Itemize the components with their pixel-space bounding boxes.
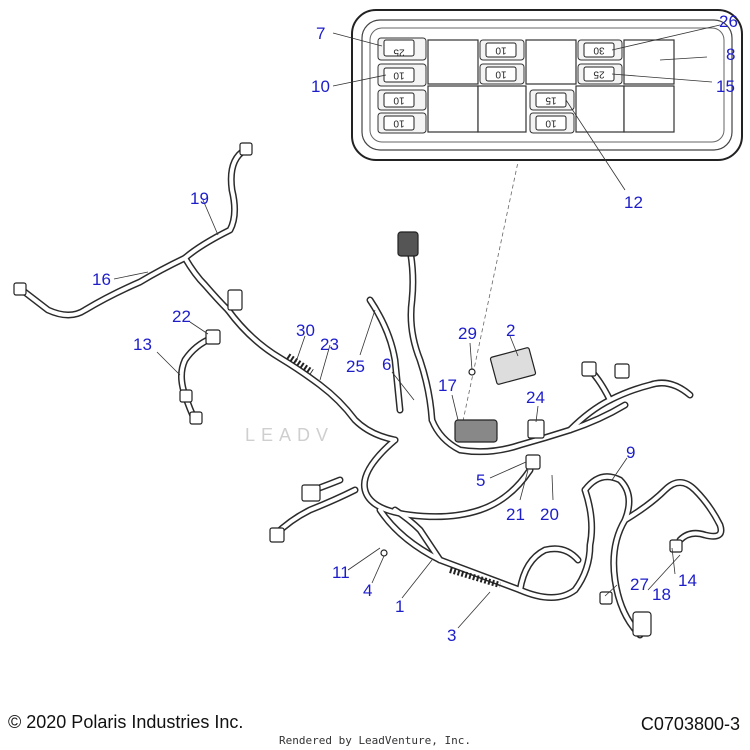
fuse-rating: 10 — [393, 117, 405, 128]
callout-22: 22 — [172, 307, 191, 326]
rendered-by-text: Rendered by LeadVenture, Inc. — [278, 734, 472, 747]
callout-12: 12 — [624, 193, 643, 212]
callout-leaders — [113, 199, 681, 629]
harness-wires — [18, 146, 725, 639]
figure-id: C0703800-3 — [640, 714, 740, 734]
callout-3: 3 — [447, 626, 456, 645]
fuse-rating: 10 — [393, 69, 405, 80]
callout-15: 15 — [716, 77, 735, 96]
callout-25: 25 — [346, 357, 365, 376]
braided-sleeves — [286, 353, 501, 588]
fuse-box-leader-dashed — [459, 161, 519, 436]
callout-21: 21 — [506, 505, 525, 524]
callout-4: 4 — [363, 581, 372, 600]
copyright-text: © 2020 Polaris Industries Inc. — [8, 712, 244, 732]
fuse-rating: 15 — [545, 94, 557, 105]
callout-13: 13 — [133, 335, 152, 354]
callout-6: 6 — [382, 355, 391, 374]
fuse-rating: 25 — [393, 46, 405, 57]
callout-23: 23 — [320, 335, 339, 354]
fuse-rating: 30 — [593, 44, 605, 55]
callout-11: 11 — [332, 563, 350, 582]
callout-19: 19 — [190, 189, 209, 208]
callout-18: 18 — [652, 585, 671, 604]
callout-9: 9 — [626, 443, 635, 462]
fuse-rating: 10 — [393, 94, 405, 105]
fuse-rating: 10 — [495, 68, 507, 79]
callout-labels: 7 10 26 8 15 12 19 16 22 13 30 23 25 6 2… — [92, 12, 738, 645]
callout-5: 5 — [476, 471, 485, 490]
watermark: LEADV — [245, 425, 335, 445]
callout-29: 29 — [458, 324, 477, 343]
fuse-rating: 25 — [593, 68, 605, 79]
callout-27: 27 — [630, 575, 649, 594]
callout-24: 24 — [526, 388, 545, 407]
fuse-rating: 10 — [495, 44, 507, 55]
callout-16: 16 — [92, 270, 111, 289]
callout-2: 2 — [506, 321, 515, 340]
fuse-rating: 10 — [545, 117, 557, 128]
callout-10: 10 — [311, 77, 330, 96]
fuse-box-inset: 25 10 10 10 10 10 30 25 15 10 — [332, 9, 743, 191]
callout-8: 8 — [726, 45, 735, 64]
callout-1: 1 — [395, 597, 404, 616]
callout-7: 7 — [316, 24, 325, 43]
callout-17: 17 — [438, 376, 457, 395]
callout-20: 20 — [540, 505, 559, 524]
callout-26: 26 — [719, 12, 738, 31]
harness-connectors — [13, 142, 683, 637]
callout-30: 30 — [296, 321, 315, 340]
callout-14: 14 — [678, 571, 697, 590]
